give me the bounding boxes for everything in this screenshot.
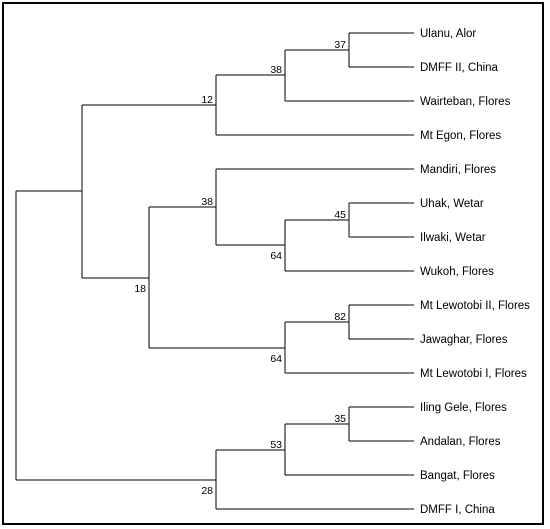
support-value: 37 [334,39,346,51]
support-value: 38 [270,64,282,76]
support-value: 28 [201,485,213,497]
tip-label: Jawaghar, Flores [420,334,508,346]
support-value: 53 [270,439,282,451]
support-value: 64 [270,250,282,262]
tip-label: Andalan, Flores [420,436,501,448]
tip-label: DMFF II, China [420,62,499,74]
support-value: 18 [134,283,146,295]
support-value: 82 [334,311,346,323]
dendrogram-frame [2,2,544,525]
tip-label: Wairteban, Flores [420,96,511,108]
support-value: 35 [334,413,346,425]
tip-label: Mt Egon, Flores [420,130,501,142]
branches [15,32,414,510]
tip-labels: Ulanu, Alor DMFF II, China Wairteban, Fl… [420,28,530,516]
tip-label: Ulanu, Alor [420,28,476,40]
tip-label: Mt Lewotobi I, Flores [420,368,527,380]
tip-label: Uhak, Wetar [420,198,484,210]
support-value: 38 [201,196,213,208]
tip-label: Iling Gele, Flores [420,402,507,414]
tip-label: Mandiri, Flores [420,164,496,176]
support-value: 12 [201,94,213,106]
tip-label: DMFF I, China [420,504,495,516]
support-values: 37 38 12 38 45 64 18 82 64 35 53 28 [134,39,346,497]
tip-label: Ilwaki, Wetar [420,232,486,244]
support-value: 64 [270,353,282,365]
tip-label: Bangat, Flores [420,470,495,482]
tip-label: Mt Lewotobi II, Flores [420,300,530,312]
support-value: 45 [334,209,346,221]
tip-label: Wukoh, Flores [420,266,494,278]
